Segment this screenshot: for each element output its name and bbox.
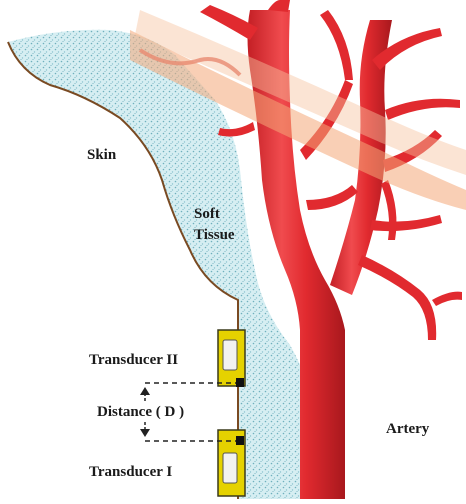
artery-branch-r4 (370, 215, 442, 231)
transducer-2-window (223, 340, 237, 370)
transducer-1 (218, 430, 245, 496)
label-soft-tissue-2: Tissue (194, 227, 235, 243)
label-transducer-1: Transducer I (89, 464, 172, 480)
transducer-2 (218, 330, 245, 387)
artery-branch-mid3 (306, 185, 358, 210)
artery-branch-mid2 (320, 10, 353, 80)
label-distance: Distance ( D ) (97, 404, 184, 420)
label-soft-tissue-1: Soft (194, 206, 220, 222)
label-skin: Skin (87, 147, 117, 163)
transducer-1-contact (236, 436, 244, 445)
transducer-2-contact (236, 378, 244, 387)
artery-branch-r6 (432, 292, 462, 306)
artery-branch-r5 (358, 255, 436, 340)
label-transducer-2: Transducer II (89, 352, 178, 368)
label-artery: Artery (386, 421, 430, 437)
artery-branch-r2 (385, 99, 460, 120)
transducer-1-window (223, 453, 237, 483)
artery-branch-top (268, 0, 290, 12)
